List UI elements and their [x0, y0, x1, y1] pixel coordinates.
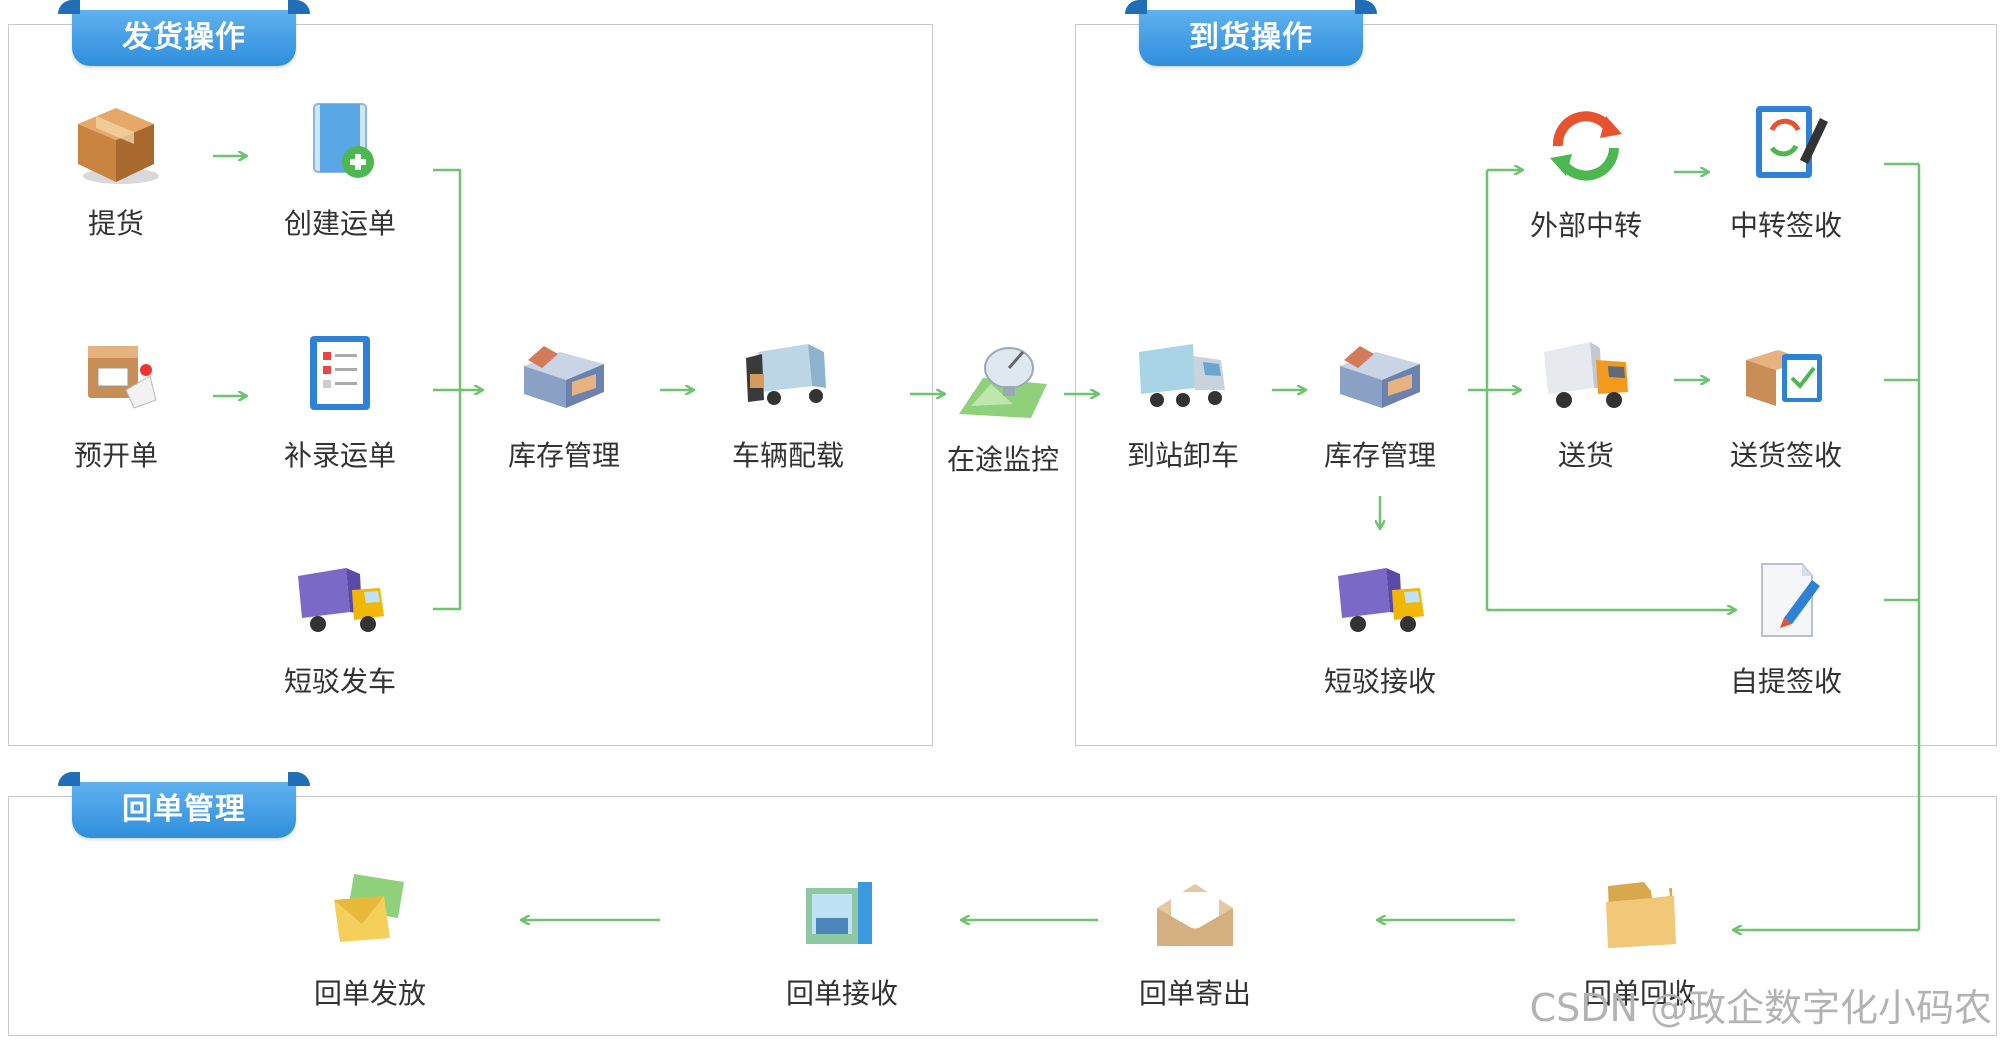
node-transfer-sign[interactable]: 中转签收 — [1716, 100, 1856, 244]
warehouse-icon — [1340, 346, 1420, 408]
arrival-title-text: 到货操作 — [1189, 20, 1313, 55]
node-receipt-send-label: 回单寄出 — [1138, 977, 1251, 1010]
node-self-pickup-sign[interactable]: 自提签收 — [1716, 556, 1856, 700]
shipping-panel-title: 发货操作 — [58, 0, 310, 66]
node-receipt-recycle[interactable]: 回单回收 — [1570, 868, 1710, 1012]
node-inventory-1-label: 库存管理 — [507, 439, 620, 472]
node-inventory-1[interactable]: 库存管理 — [494, 330, 634, 474]
receipt-title-text: 回单管理 — [122, 792, 246, 827]
node-receipt-recycle-label: 回单回收 — [1583, 977, 1696, 1010]
node-receipt-issue[interactable]: 回单发放 — [300, 868, 440, 1012]
node-arrival-unload-label: 到站卸车 — [1126, 439, 1239, 472]
node-receipt-issue-label: 回单发放 — [313, 977, 426, 1010]
node-supplement-waybill[interactable]: 补录运单 — [270, 330, 410, 474]
node-short-receive-label: 短驳接收 — [1323, 665, 1436, 698]
open-envelope-icon — [1157, 884, 1233, 946]
truck-icon — [1338, 568, 1424, 632]
loading-truck-icon — [746, 344, 826, 405]
node-receipt-send[interactable]: 回单寄出 — [1125, 868, 1265, 1012]
satellite-map-icon — [959, 347, 1047, 418]
arrival-panel-title: 到货操作 — [1125, 0, 1377, 66]
node-inventory-2-label: 库存管理 — [1323, 439, 1436, 472]
clipboard-icon — [310, 336, 370, 410]
warehouse-icon — [524, 346, 604, 408]
node-delivery[interactable]: 送货 — [1516, 330, 1656, 474]
box-icon — [78, 108, 159, 184]
document-add-icon — [313, 103, 374, 178]
node-pickup-label: 提货 — [87, 207, 144, 240]
box-checklist-icon — [1746, 350, 1822, 406]
node-self-pickup-sign-label: 自提签收 — [1729, 665, 1842, 698]
arrival-panel — [1075, 24, 1997, 746]
refresh-arrows-icon — [1550, 111, 1622, 181]
node-short-dispatch-label: 短驳发车 — [283, 665, 396, 698]
node-transit-monitor-label: 在途监控 — [946, 443, 1059, 476]
envelopes-icon — [334, 874, 404, 942]
node-delivery-sign-label: 送货签收 — [1729, 439, 1842, 472]
node-short-receive[interactable]: 短驳接收 — [1310, 556, 1450, 700]
node-pre-order-label: 预开单 — [73, 439, 158, 472]
node-receipt-receive[interactable]: 回单接收 — [772, 868, 912, 1012]
node-delivery-label: 送货 — [1557, 439, 1614, 472]
inbox-icon — [806, 882, 872, 944]
clipboard-pen-icon — [1756, 106, 1828, 178]
package-tag-icon — [88, 346, 157, 409]
document-pen-icon — [1761, 563, 1820, 637]
node-receipt-receive-label: 回单接收 — [785, 977, 898, 1010]
node-vehicle-loading[interactable]: 车辆配载 — [718, 330, 858, 474]
folder-icon — [1606, 882, 1676, 948]
node-short-dispatch[interactable]: 短驳发车 — [270, 556, 410, 700]
node-transfer-sign-label: 中转签收 — [1729, 209, 1842, 242]
node-arrival-unload[interactable]: 到站卸车 — [1113, 330, 1253, 474]
watermark: CSDN @政企数字化小码农 — [1529, 986, 1992, 1030]
node-supplement-waybill-label: 补录运单 — [283, 439, 396, 472]
semi-truck-icon — [1139, 344, 1225, 407]
truck-icon — [298, 568, 384, 632]
node-create-waybill[interactable]: 创建运单 — [270, 98, 410, 242]
shipping-title-text: 发货操作 — [122, 20, 246, 55]
delivery-truck-icon — [1544, 342, 1628, 408]
node-pickup[interactable]: 提货 — [46, 98, 186, 242]
node-transit-monitor[interactable]: 在途监控 — [933, 334, 1073, 478]
node-create-waybill-label: 创建运单 — [283, 207, 396, 240]
node-pre-order[interactable]: 预开单 — [46, 330, 186, 474]
node-external-transfer[interactable]: 外部中转 — [1516, 100, 1656, 244]
node-delivery-sign[interactable]: 送货签收 — [1716, 330, 1856, 474]
node-external-transfer-label: 外部中转 — [1529, 209, 1642, 242]
node-inventory-2[interactable]: 库存管理 — [1310, 330, 1450, 474]
receipt-panel-title: 回单管理 — [58, 772, 310, 838]
node-vehicle-loading-label: 车辆配载 — [731, 439, 844, 472]
